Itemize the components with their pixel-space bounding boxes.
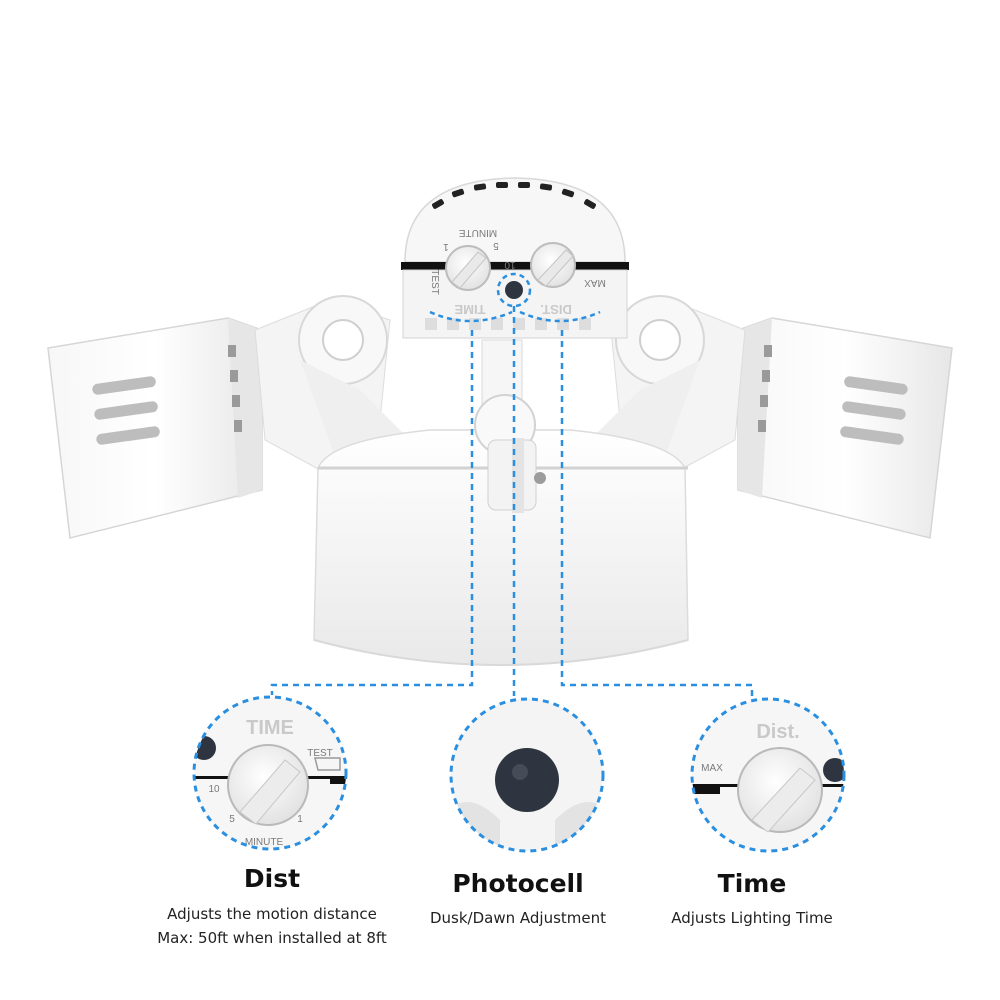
sensor-minute-text: MINUTE: [459, 227, 498, 238]
callout-photocell-desc: Dusk/Dawn Adjustment: [429, 909, 606, 927]
zoom-time-tick-1: 1: [297, 814, 303, 825]
zoom-time-test: TEST: [307, 748, 333, 759]
right-lamp-head: [737, 317, 953, 539]
sensor-time-dial: [445, 245, 491, 291]
sensor-photocell: [505, 281, 523, 299]
zoom-dist-label: Dist.: [756, 721, 799, 743]
zoom-time-minute: MINUTE: [245, 837, 284, 848]
zoom-dist-dial: Dist. MAX: [690, 697, 846, 853]
zoom-time-tick-5: 5: [229, 814, 235, 825]
callout-time-title: Time: [717, 869, 787, 898]
left-lamp-head: [47, 317, 263, 539]
callout-dist-title: Dist: [243, 864, 301, 893]
zoom-dist-max: MAX: [701, 763, 723, 774]
right-lamp-vents: [840, 376, 908, 445]
callout-dist-desc-line2: Max: 50ft when installed at 8ft: [157, 929, 387, 947]
sensor-test-text: TEST: [429, 269, 440, 295]
sensor-dist-dial: [530, 242, 576, 288]
sensor-max-text: MAX: [584, 277, 606, 288]
callout-dist-desc-line1: Adjusts the motion distance: [167, 905, 377, 923]
motion-sensor-head: TIME DIST. MINUTE TEST MAX 10 5 1: [401, 177, 629, 339]
sensor-highlight-marks: [429, 272, 601, 323]
zoom-photocell: [449, 697, 605, 853]
sensor-tick-10: 10: [504, 259, 516, 270]
sensor-tick-1: 1: [443, 241, 449, 252]
callout-time-desc: Adjusts Lighting Time: [671, 909, 833, 927]
left-lamp-vents: [92, 376, 160, 445]
callout-photocell-title: Photocell: [452, 869, 584, 898]
zoom-time-tick-10: 10: [208, 784, 220, 795]
sensor-time-text: TIME: [454, 302, 485, 317]
callout-leader-lines: [270, 306, 754, 696]
sensor-dist-text: DIST.: [540, 302, 572, 317]
sensor-tick-5: 5: [493, 240, 499, 251]
sensor-stem: [474, 339, 546, 513]
zoom-time-dial: TIME TEST MINUTE 10 5 1: [192, 695, 348, 851]
zoom-time-label: TIME: [246, 717, 294, 739]
